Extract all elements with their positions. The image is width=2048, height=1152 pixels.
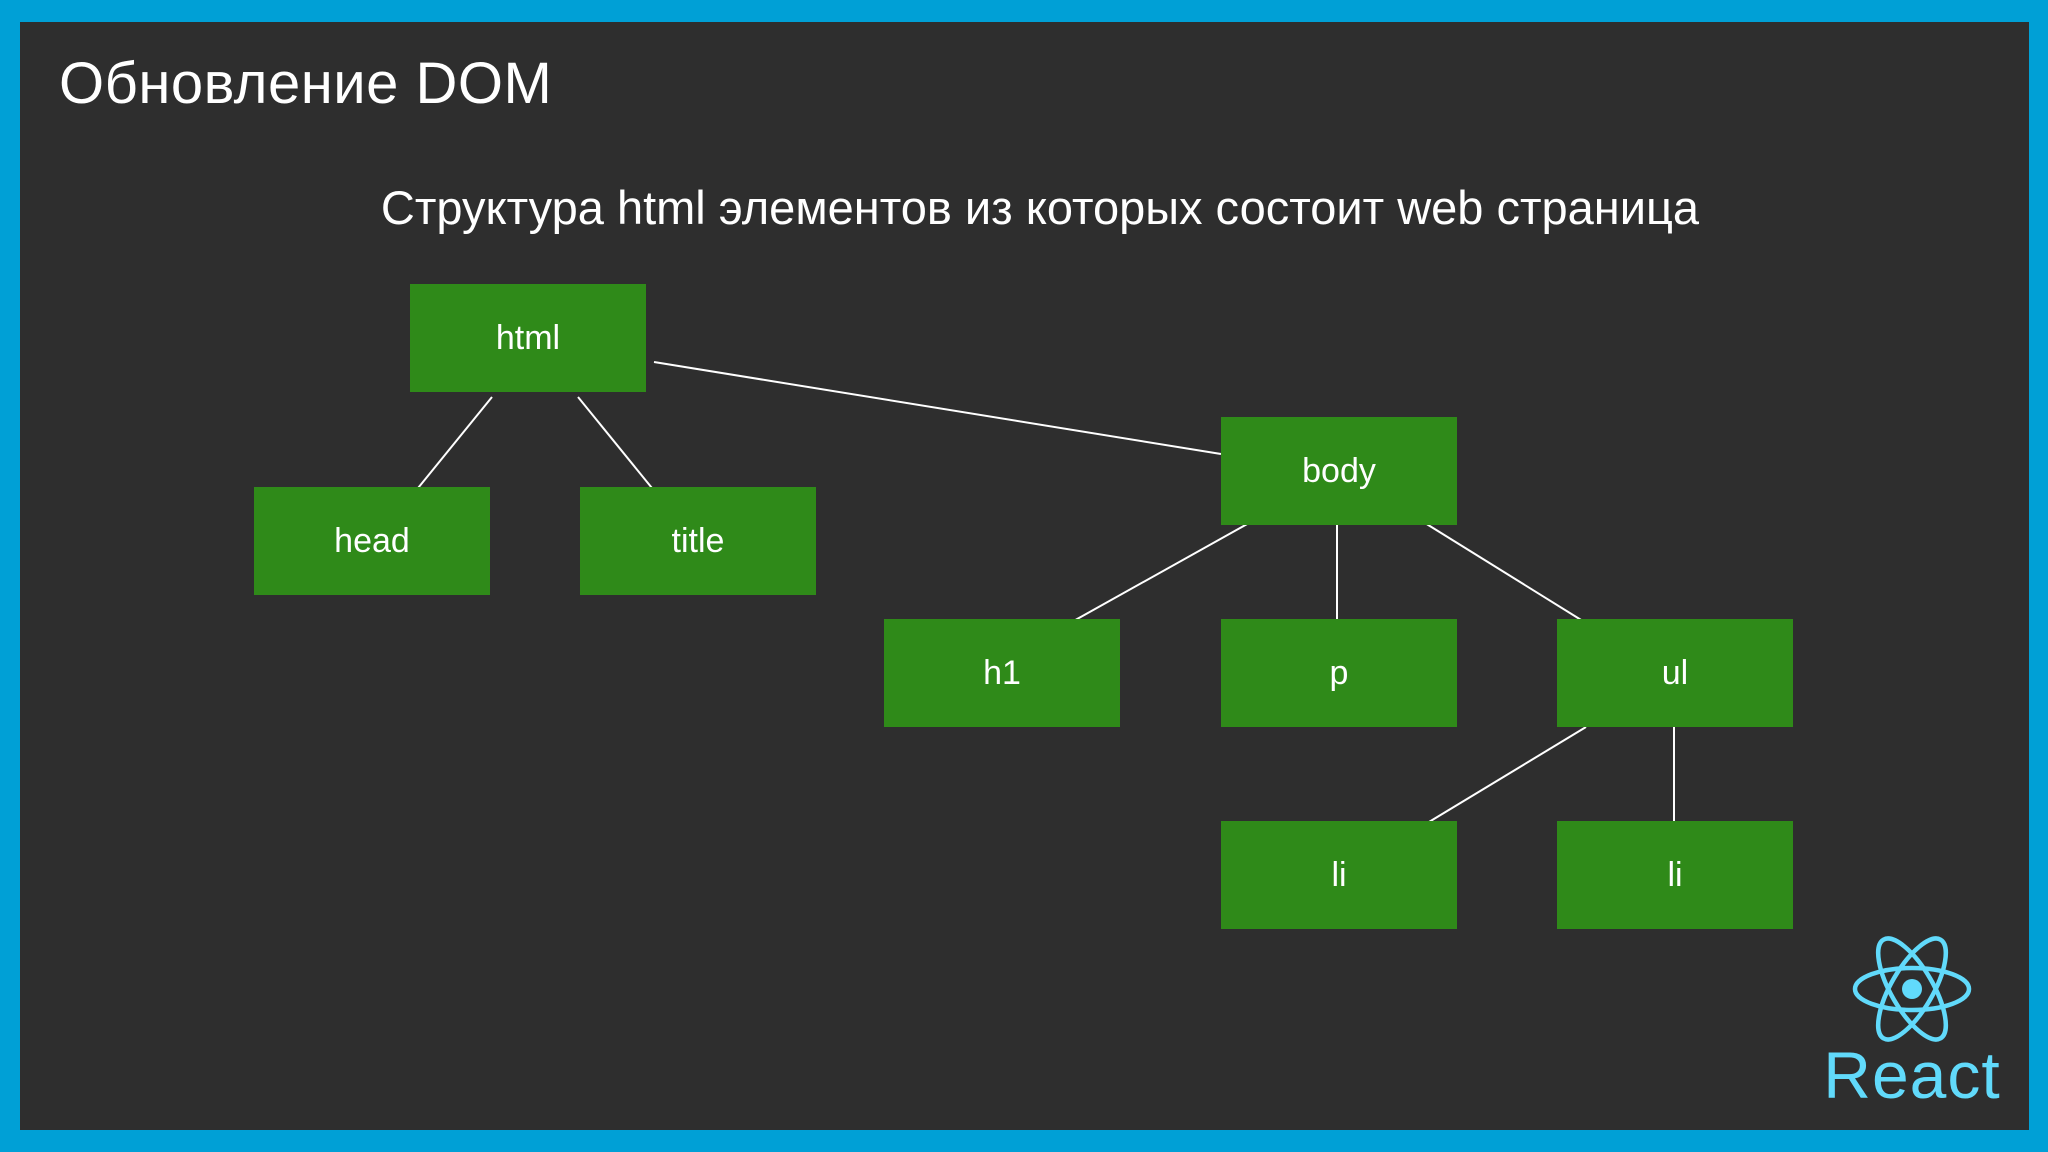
edge-body-h1 bbox=[1069, 522, 1250, 624]
react-atom-icon bbox=[1852, 936, 1972, 1042]
node-body: body bbox=[1221, 417, 1457, 525]
node-title: title bbox=[580, 487, 816, 595]
node-p: p bbox=[1221, 619, 1457, 727]
edge-ul-li1 bbox=[1423, 726, 1587, 826]
slide-title: Обновление DOM bbox=[59, 51, 553, 116]
node-head: head bbox=[254, 487, 490, 595]
node-h1: h1 bbox=[884, 619, 1120, 727]
react-logo: React bbox=[1812, 930, 2012, 1130]
tree-connectors bbox=[413, 361, 1675, 826]
edge-html-head bbox=[413, 396, 493, 494]
node-li-1: li bbox=[1221, 821, 1457, 929]
slide: Обновление DOM Структура html элементов … bbox=[20, 22, 2029, 1130]
edge-html-body bbox=[653, 361, 1222, 455]
node-li-2: li bbox=[1557, 821, 1793, 929]
node-ul: ul bbox=[1557, 619, 1793, 727]
node-html: html bbox=[410, 284, 646, 392]
react-logo-text: React bbox=[1823, 1038, 2001, 1112]
edge-html-title bbox=[577, 396, 657, 494]
edge-body-ul bbox=[1424, 522, 1587, 624]
slide-subtitle: Структура html элементов из которых сост… bbox=[380, 181, 1700, 234]
